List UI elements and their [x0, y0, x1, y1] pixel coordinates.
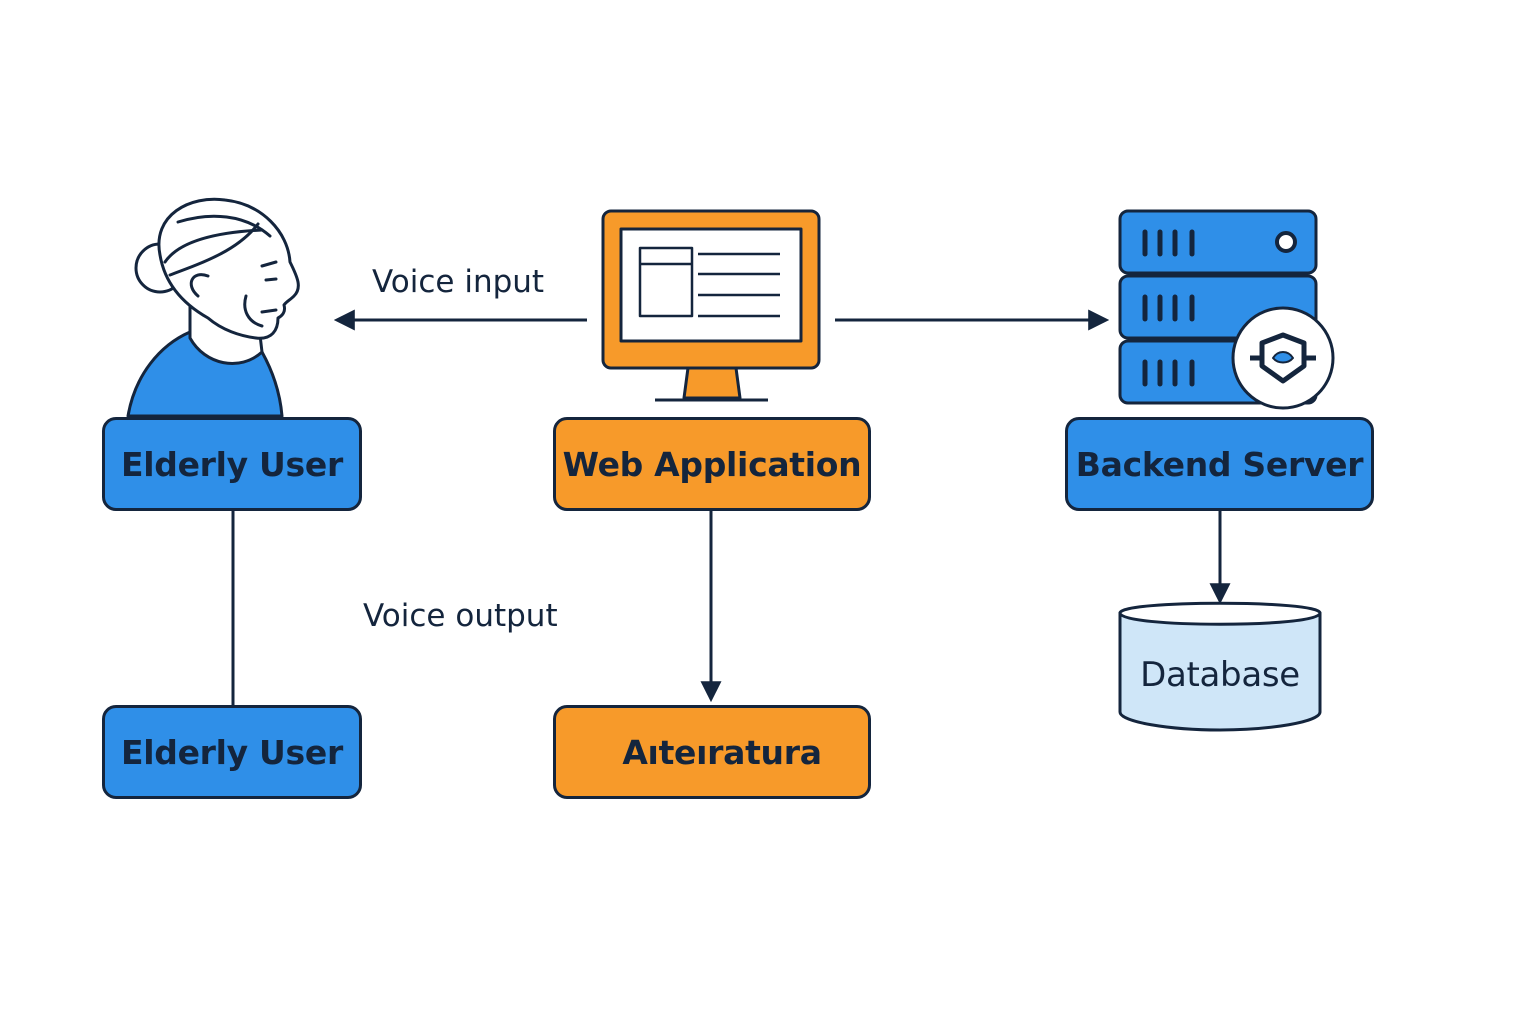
voice-output-label: Voice output [363, 598, 558, 634]
voice-input-label: Voice input [372, 264, 545, 300]
backend-server-node: Backend Server [1065, 417, 1374, 511]
web-application-node: Web Application [553, 417, 871, 511]
elderly-person-icon [126, 197, 300, 418]
security-shield-icon [1231, 306, 1335, 410]
monitor-icon [601, 209, 821, 402]
alteratura-node: Aıteıratura [553, 705, 871, 799]
elderly-user-top-node: Elderly User [102, 417, 362, 511]
elderly-user-bottom-node: Elderly User [102, 705, 362, 799]
database-cylinder-icon [1118, 601, 1322, 732]
database-label: Database [1140, 655, 1300, 695]
